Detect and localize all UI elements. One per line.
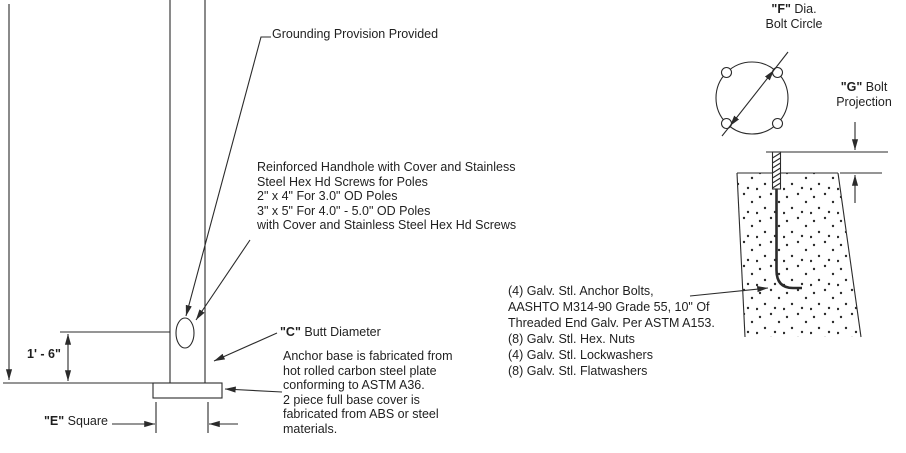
- f-dim-letter: "F": [771, 2, 791, 16]
- note-line: Steel Hex Hd Screws for Poles: [257, 174, 428, 189]
- e-dim-text: Square: [64, 414, 108, 428]
- note-line: Reinforced Handhole with Cover and Stain…: [257, 160, 516, 174]
- note-line: conforming to ASTM A36.: [283, 378, 425, 392]
- note-line: (8) Galv. Stl. Flatwashers: [508, 364, 648, 378]
- bolt-hole: [771, 66, 784, 79]
- handhole-oval: [175, 317, 195, 349]
- grounding-leader-line: [185, 36, 271, 317]
- note-line: (8) Galv. Stl. Hex. Nuts: [508, 332, 635, 346]
- anchor-bolt-leader-line: [689, 286, 769, 297]
- f-dim-line2: Bolt Circle: [765, 16, 823, 31]
- g-dim-letter: "G": [840, 80, 863, 94]
- grounding-note: Grounding Provision Provided: [272, 27, 438, 42]
- anchor-base-note: Anchor base is fabricated from hot rolle…: [283, 349, 453, 436]
- note-line: 2" x 4" For 3.0" OD Poles: [257, 189, 398, 203]
- anchor-bolts-note: (4) Galv. Stl. Anchor Bolts, AASHTO M314…: [508, 283, 715, 379]
- c-dim-text: Butt Diameter: [300, 325, 381, 339]
- note-line: AASHTO M314-90 Grade 55, 10" Of: [508, 300, 710, 314]
- handhole-note: Reinforced Handhole with Cover and Stain…: [257, 160, 516, 233]
- c-butt-diameter-label: "C" Butt Diameter: [280, 325, 381, 340]
- height-dimension-label: 1' - 6": [27, 347, 61, 362]
- note-line: 3" x 5" For 4.0" - 5.0" OD Poles: [257, 203, 431, 218]
- e-square-dimension: [112, 402, 238, 433]
- overall-height-dimension: [3, 4, 153, 384]
- note-line: (4) Galv. Stl. Lockwashers: [508, 348, 653, 362]
- base-plate: [152, 382, 223, 399]
- anchor-bolt: [771, 151, 802, 290]
- g-dim-line2: Projection: [836, 94, 892, 109]
- pole-shaft: [169, 0, 206, 383]
- e-dim-letter: "E": [44, 414, 65, 428]
- f-dim-line1: "F" Dia.: [756, 2, 832, 17]
- note-line: with Cover and Stainless Steel Hex Hd Sc…: [257, 218, 517, 232]
- note-line: Anchor base is fabricated from: [283, 349, 453, 363]
- note-line: fabricated from ABS or steel: [283, 407, 439, 421]
- anchor-base-leader-line: [224, 386, 283, 393]
- butt-diameter-leader-line: [213, 332, 278, 362]
- g-bolt-projection-label: "G" Bolt Projection: [831, 80, 897, 109]
- note-line: hot rolled carbon steel plate: [283, 363, 437, 378]
- g-projection-dimension: [766, 122, 888, 203]
- foundation-section: [736, 172, 862, 338]
- bolt-hole: [771, 117, 784, 130]
- f-dim-text: Dia.: [790, 2, 817, 16]
- f-dia-bolt-circle-label: "F" Dia. Bolt Circle: [756, 2, 832, 31]
- note-line: materials.: [283, 421, 338, 436]
- handhole-leader-line: [195, 239, 251, 321]
- note-line: Threaded End Galv. Per ASTM A153.: [508, 316, 715, 330]
- bolt-circle: [715, 51, 789, 137]
- base-height-dimension: [60, 331, 170, 382]
- e-square-label: "E" Square: [44, 414, 108, 429]
- note-line: 2 piece full base cover is: [283, 392, 420, 407]
- g-dim-line1: "G" Bolt: [831, 80, 897, 95]
- c-dim-letter: "C": [280, 325, 301, 339]
- g-dim-text: Bolt: [862, 80, 888, 94]
- height-dim-text: 1' - 6": [27, 347, 61, 361]
- note-line: (4) Galv. Stl. Anchor Bolts,: [508, 284, 654, 298]
- grounding-note-text: Grounding Provision Provided: [272, 27, 439, 41]
- bolt-hole: [720, 117, 733, 130]
- bolt-hole: [720, 66, 733, 79]
